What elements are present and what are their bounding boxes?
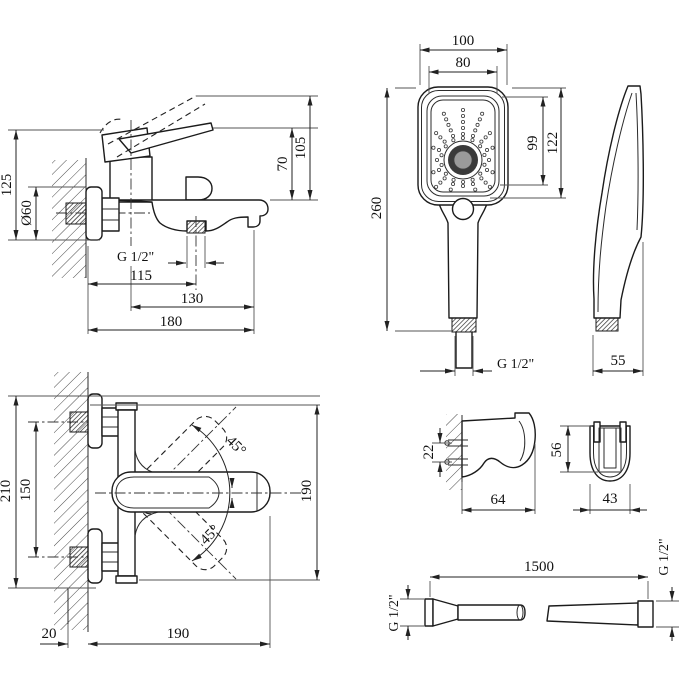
mixer-handle: [111, 471, 271, 513]
dim-hose-length: 1500: [524, 559, 554, 575]
wall-escutcheon: [85, 186, 103, 241]
inlet-tail: [455, 331, 473, 369]
dim-hose-thread-right: G 1/2": [657, 538, 672, 575]
wall-hatch: [446, 414, 462, 490]
handle-thread: [451, 317, 477, 333]
handle-swing-arc: [191, 424, 231, 562]
dim-depth: 55: [611, 353, 626, 369]
dim-bracket-width: 43: [603, 491, 618, 507]
handle-raised-position: [128, 415, 228, 515]
dim-depth-to-outlet: 115: [130, 268, 152, 284]
dim-lever-raised-height: 105: [293, 137, 309, 160]
dim-screw-spacing: 22: [421, 445, 437, 460]
hose-tube-right: [546, 602, 639, 626]
hand-shower-side-view: 55: [592, 85, 645, 376]
dim-lever-height: 70: [275, 157, 291, 172]
hose-nut-left: [424, 598, 434, 627]
dim-escutcheon-diameter: Ø60: [19, 200, 35, 226]
shower-handle: [437, 199, 489, 319]
dim-face-height: 99: [525, 136, 541, 151]
mixer-front-view: 210 150 190 45° 45° 20 190: [0, 372, 320, 648]
dim-head-height: 122: [545, 132, 561, 155]
diverter-knob: [185, 176, 213, 201]
profile-thread: [595, 317, 619, 332]
dim-total-length: 260: [369, 197, 385, 220]
dim-wall-thickness: 20: [42, 626, 57, 642]
inlet-pipe-top: [69, 411, 89, 433]
dim-inlet-thread: G 1/2": [497, 357, 534, 372]
shower-hose-view: 1500 G 1/2" G 1/2": [387, 538, 679, 641]
mixer-side-view: 125 Ø60 70 105 G 1/2" 115 130 180: [0, 95, 318, 334]
lever-raised-outline: [107, 95, 197, 145]
dim-bracket-height: 56: [549, 442, 565, 458]
bracket-side-view: 22 64: [421, 412, 536, 514]
connection-nut: [101, 197, 120, 232]
escutcheon-top: [87, 393, 103, 449]
hose-nut-right: [637, 600, 654, 628]
bracket-front-view: 56 43: [549, 421, 647, 514]
handle-ring-hole: [451, 197, 475, 221]
lever-arm: [118, 122, 214, 154]
spray-nozzle-pattern: [431, 108, 495, 192]
dim-total-depth: 180: [160, 314, 183, 330]
dim-center-to-spout: 130: [181, 291, 204, 307]
dim-wall-height: 125: [0, 174, 15, 197]
dim-swing-down: 45°: [197, 522, 223, 548]
spray-face: [426, 95, 500, 197]
dim-outlet-thread: G 1/2": [117, 250, 154, 265]
inlet-threaded-pipe: [65, 202, 87, 225]
wall-hatch: [54, 372, 88, 630]
escutcheon-bottom: [87, 528, 103, 584]
dim-head-width: 100: [452, 33, 475, 49]
hose-cone-left: [432, 598, 459, 627]
dim-handle-span: 190: [299, 480, 315, 503]
shower-profile: [592, 85, 645, 319]
hand-shower-front-view: 100 80 99 122 260 G 1/2": [369, 33, 566, 376]
dim-bracket-depth: 64: [491, 492, 507, 508]
spout-deck: [109, 199, 269, 232]
inlet-pipe-bottom: [69, 546, 89, 568]
dim-overall-height: 210: [0, 480, 14, 503]
dim-handle-length: 190: [167, 626, 190, 642]
hose-tube-left: [457, 604, 526, 621]
dim-hose-thread-left: G 1/2": [387, 594, 402, 631]
dim-inlet-spacing: 150: [18, 479, 34, 502]
bracket-profile: [461, 412, 536, 478]
dim-face-width: 80: [456, 55, 471, 71]
